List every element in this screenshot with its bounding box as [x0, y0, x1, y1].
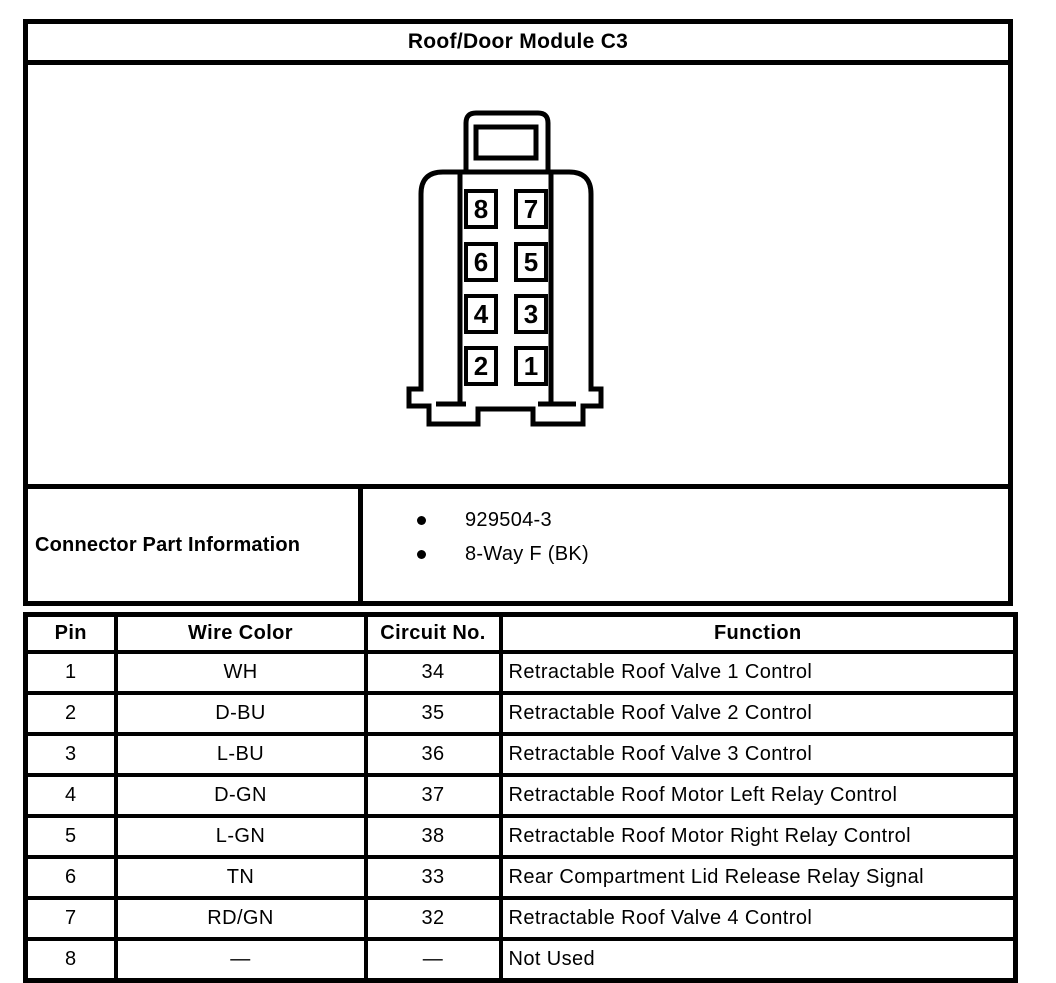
connector-keyway	[473, 124, 539, 161]
connector-part-info-row: Connector Part Information 929504-3 8-Wa…	[28, 484, 1008, 601]
connector-part-info-values: 929504-3 8-Way F (BK)	[363, 489, 1008, 601]
wire-color-cell: WH	[113, 650, 368, 695]
pin-cell: 2	[23, 691, 118, 736]
wire-color-cell: RD/GN	[113, 896, 368, 941]
table-row: 3 L-BU 36 Retractable Roof Valve 3 Contr…	[23, 732, 1018, 777]
pin-cell: 6	[23, 855, 118, 900]
table-row: 8 — — Not Used	[23, 937, 1018, 983]
pin-cavity-4	[464, 294, 498, 334]
circuit-cell: —	[363, 937, 503, 983]
function-cell: Retractable Roof Valve 1 Control	[498, 650, 1018, 695]
wire-color-cell: TN	[113, 855, 368, 900]
wire-color-cell: D-BU	[113, 691, 368, 736]
function-cell: Retractable Roof Valve 2 Control	[498, 691, 1018, 736]
circuit-cell: 38	[363, 814, 503, 859]
pin-cavity-1	[514, 346, 548, 386]
pin-cell: 5	[23, 814, 118, 859]
pin-cavity-8	[464, 189, 498, 229]
pin-cavity-5	[514, 242, 548, 282]
circuit-cell: 33	[363, 855, 503, 900]
pin-number-label: 1	[524, 351, 538, 381]
pin-cell: 3	[23, 732, 118, 777]
pin-cell: 4	[23, 773, 118, 818]
pin-cell: 1	[23, 650, 118, 695]
connector-part-info-label: Connector Part Information	[28, 489, 363, 601]
connector-face-diagram: 8 7 6 5 4 3 2 1	[406, 110, 604, 427]
function-cell: Retractable Roof Motor Right Relay Contr…	[498, 814, 1018, 859]
bullet-icon	[417, 549, 426, 559]
table-row: 6 TN 33 Rear Compartment Lid Release Rel…	[23, 855, 1018, 900]
bullet-icon	[417, 515, 426, 525]
circuit-cell: 36	[363, 732, 503, 777]
connector-type-value: 8-Way F (BK)	[465, 542, 589, 565]
table-row: 1 WH 34 Retractable Roof Valve 1 Control	[23, 650, 1018, 695]
connector-info-table: Roof/Door Module C3	[23, 19, 1013, 606]
function-cell: Rear Compartment Lid Release Relay Signa…	[498, 855, 1018, 900]
header-function: Function	[498, 612, 1018, 654]
pin-number-label: 5	[524, 247, 538, 277]
pin-cell: 7	[23, 896, 118, 941]
wire-color-cell: L-BU	[113, 732, 368, 777]
pin-number-label: 4	[474, 299, 489, 329]
manual-page: Roof/Door Module C3	[23, 19, 1018, 983]
pin-number-label: 2	[474, 351, 488, 381]
part-number-value: 929504-3	[465, 508, 552, 531]
circuit-cell: 34	[363, 650, 503, 695]
wire-color-cell: D-GN	[113, 773, 368, 818]
header-pin: Pin	[23, 612, 118, 654]
pin-number-label: 6	[474, 247, 488, 277]
connector-lock-tab	[463, 110, 551, 174]
function-cell: Retractable Roof Valve 4 Control	[498, 896, 1018, 941]
table-row: 5 L-GN 38 Retractable Roof Motor Right R…	[23, 814, 1018, 859]
page-title: Roof/Door Module C3	[28, 24, 1008, 65]
wire-color-cell: —	[113, 937, 368, 983]
connector-body-outline	[406, 169, 604, 427]
pin-number-label: 7	[524, 194, 538, 224]
pin-cavity-7	[514, 189, 548, 229]
circuit-cell: 35	[363, 691, 503, 736]
table-row: 4 D-GN 37 Retractable Roof Motor Left Re…	[23, 773, 1018, 818]
header-wire-color: Wire Color	[113, 612, 368, 654]
pin-cell: 8	[23, 937, 118, 983]
function-cell: Not Used	[498, 937, 1018, 983]
pin-cavity-6	[464, 242, 498, 282]
wire-color-cell: L-GN	[113, 814, 368, 859]
header-circuit-no: Circuit No.	[363, 612, 503, 654]
pinout-header-row: Pin Wire Color Circuit No. Function	[23, 612, 1018, 654]
pin-number-label: 8	[474, 194, 488, 224]
function-cell: Retractable Roof Motor Left Relay Contro…	[498, 773, 1018, 818]
table-row: 2 D-BU 35 Retractable Roof Valve 2 Contr…	[23, 691, 1018, 736]
function-cell: Retractable Roof Valve 3 Control	[498, 732, 1018, 777]
circuit-cell: 32	[363, 896, 503, 941]
pinout-table: Pin Wire Color Circuit No. Function 1 WH…	[23, 612, 1018, 983]
pin-cavity-3	[514, 294, 548, 334]
connector-diagram-area: 8 7 6 5 4 3 2 1	[28, 99, 1008, 484]
connector-type-item: 8-Way F (BK)	[363, 537, 1008, 571]
table-row: 7 RD/GN 32 Retractable Roof Valve 4 Cont…	[23, 896, 1018, 941]
pin-cavity-2	[464, 346, 498, 386]
circuit-cell: 37	[363, 773, 503, 818]
part-number-item: 929504-3	[363, 503, 1008, 537]
pin-number-label: 3	[524, 299, 538, 329]
